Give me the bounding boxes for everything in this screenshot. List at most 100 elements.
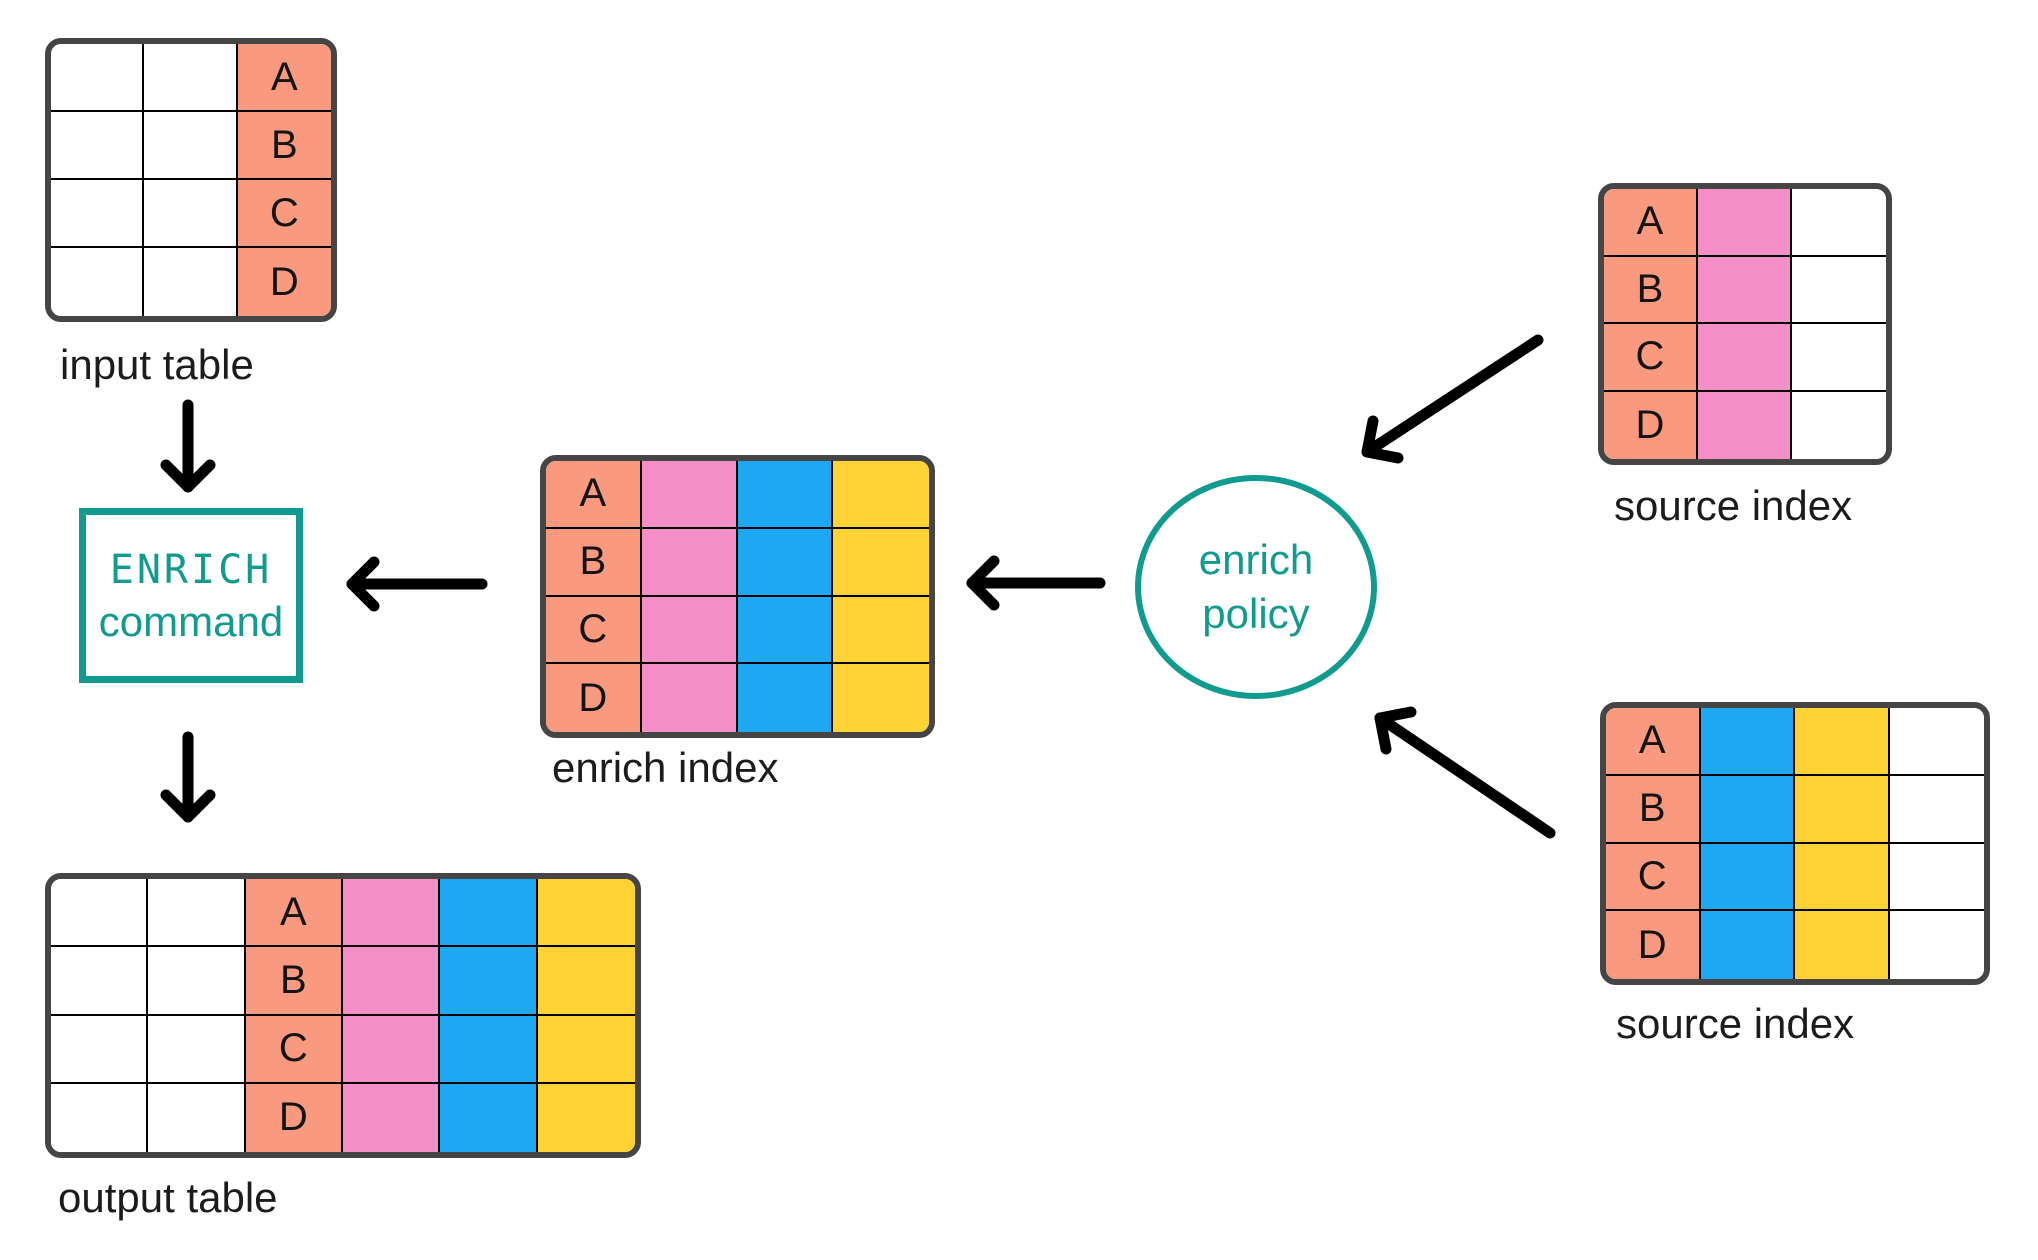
arrowhead-icon	[1361, 415, 1404, 464]
table-cell	[1795, 911, 1890, 979]
enrich-index-label: enrich index	[552, 744, 779, 791]
table-cell	[1700, 911, 1795, 979]
table-cell	[440, 1015, 538, 1084]
table-cell	[833, 461, 929, 529]
input-table: A B C D	[45, 38, 337, 322]
enrich-policy-word1: enrich	[1198, 536, 1314, 583]
arrowhead-icon	[1374, 706, 1417, 755]
arrow-source-bottom-to-enrich-policy	[1374, 706, 1556, 839]
enrich-index-table: A B C D	[540, 455, 935, 738]
source-index-top-label: source index	[1614, 482, 1853, 529]
arrowhead-icon	[346, 556, 380, 612]
table-cell-key: C	[237, 180, 331, 248]
table-cell	[51, 1015, 149, 1084]
table-cell	[343, 1083, 441, 1152]
table-cell	[51, 947, 149, 1016]
table-cell-key: A	[237, 44, 331, 112]
table-cell	[1698, 391, 1792, 459]
table-cell-key: B	[245, 947, 343, 1016]
table-cell	[343, 947, 441, 1016]
table-cell-key: B	[237, 112, 331, 180]
table-cell	[51, 1083, 149, 1152]
table-cell	[343, 1015, 441, 1084]
table-cell	[833, 664, 929, 732]
table-cell	[1792, 256, 1886, 324]
table-cell	[1698, 256, 1792, 324]
enrich-command-keyword: ENRICH	[109, 546, 273, 593]
table-cell-key: A	[1606, 708, 1701, 776]
table-cell	[737, 528, 834, 597]
table-cell	[144, 180, 238, 248]
table-cell	[737, 596, 834, 665]
table-cell-key: C	[546, 596, 642, 665]
table-cell-key: A	[1604, 189, 1698, 257]
table-cell	[1795, 843, 1890, 912]
table-cell-key: C	[1604, 324, 1698, 392]
table-cell	[440, 947, 538, 1016]
table-cell	[537, 879, 635, 948]
table-cell	[1792, 391, 1886, 459]
source-index-bottom-label: source index	[1616, 1000, 1855, 1047]
arrow-enrich-index-to-enrich-command	[346, 556, 488, 612]
table-cell-key: C	[245, 1015, 343, 1084]
output-table: A B C D	[45, 873, 641, 1158]
enrich-policy-circle: enrich policy	[1135, 475, 1377, 699]
table-cell	[51, 248, 145, 316]
table-cell-key: D	[1604, 391, 1698, 459]
arrow-shaft	[1361, 334, 1544, 458]
arrowhead-icon	[160, 459, 216, 493]
table-cell	[641, 664, 738, 732]
table-cell-key: A	[245, 879, 343, 948]
table-cell	[343, 879, 441, 948]
arrow-enrich-policy-to-enrich-index	[966, 555, 1106, 611]
source-index-top-table: A B C D	[1598, 183, 1892, 465]
table-cell	[440, 1083, 538, 1152]
enrich-command-box: ENRICH command	[79, 508, 303, 683]
table-cell	[1795, 708, 1890, 776]
table-cell-key: D	[546, 664, 642, 732]
table-cell	[1698, 189, 1792, 257]
table-cell	[641, 461, 738, 529]
table-cell	[1889, 775, 1984, 844]
table-cell-key: B	[1606, 775, 1701, 844]
table-cell	[148, 947, 246, 1016]
table-cell	[537, 947, 635, 1016]
input-table-label: input table	[60, 341, 254, 388]
enrich-policy-word2: policy	[1202, 590, 1310, 637]
table-cell	[1795, 775, 1890, 844]
output-table-label: output table	[58, 1174, 278, 1221]
source-index-bottom-table: A B C D	[1600, 702, 1990, 985]
arrowhead-icon	[160, 789, 216, 823]
table-cell-key: D	[237, 248, 331, 316]
table-cell-key: D	[1606, 911, 1701, 979]
table-cell-key: D	[245, 1083, 343, 1152]
arrow-input-to-enrich-command	[160, 399, 216, 493]
table-cell	[1889, 911, 1984, 979]
table-cell	[144, 112, 238, 180]
table-cell	[537, 1015, 635, 1084]
table-cell	[537, 1083, 635, 1152]
table-cell	[737, 461, 834, 529]
table-cell-key: B	[1604, 256, 1698, 324]
enrich-command-word: command	[98, 597, 284, 645]
table-cell	[440, 879, 538, 948]
table-cell	[144, 44, 238, 112]
table-cell	[1889, 708, 1984, 776]
table-cell	[1792, 189, 1886, 257]
table-cell	[641, 596, 738, 665]
arrowhead-icon	[966, 555, 1000, 611]
table-cell	[1700, 843, 1795, 912]
table-cell-key: C	[1606, 843, 1701, 912]
table-cell	[833, 528, 929, 597]
table-cell	[148, 879, 246, 948]
table-cell	[1700, 708, 1795, 776]
table-cell	[1889, 843, 1984, 912]
arrow-enrich-command-to-output	[160, 731, 216, 823]
table-cell	[737, 664, 834, 732]
table-cell	[144, 248, 238, 316]
table-cell	[1792, 324, 1886, 392]
table-cell-key: A	[546, 461, 642, 529]
table-cell	[641, 528, 738, 597]
table-cell	[51, 44, 145, 112]
